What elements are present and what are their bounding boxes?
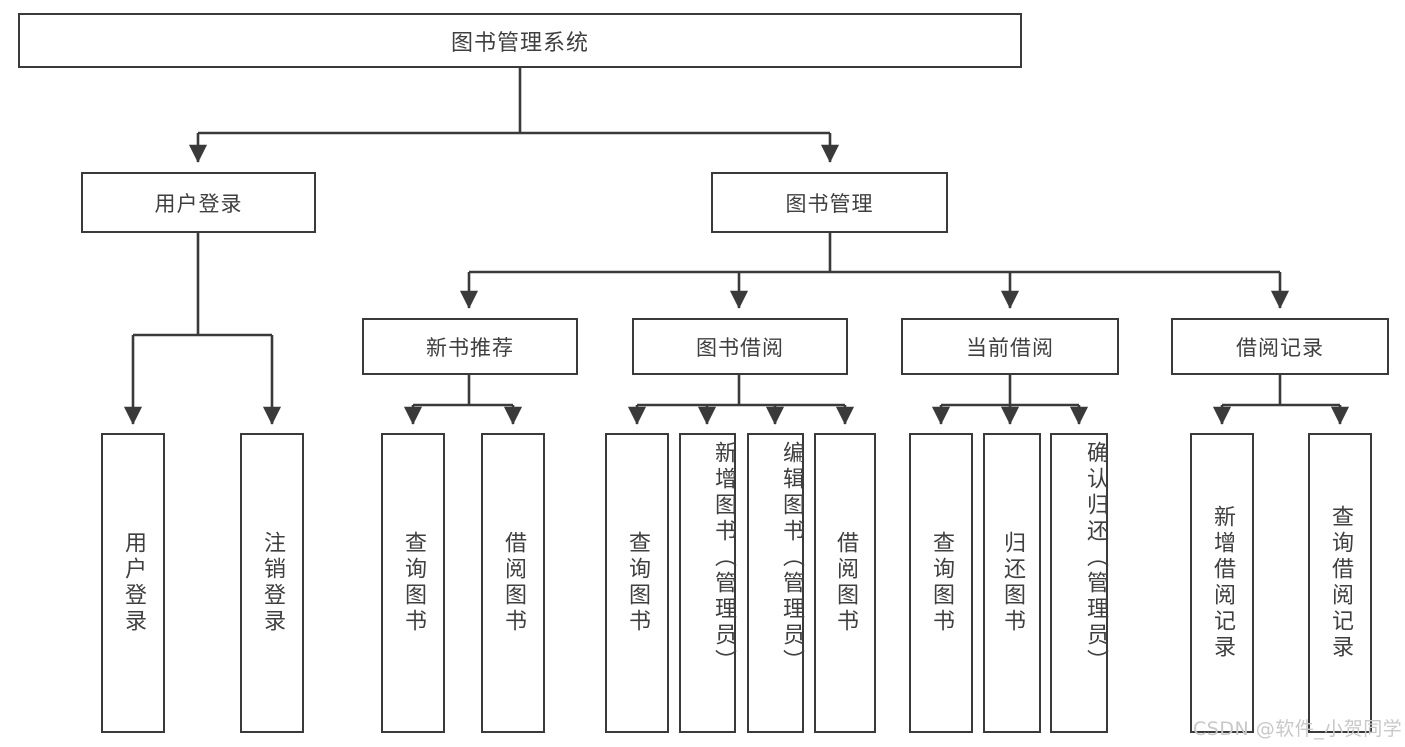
leaf-query-borrow-record[interactable]: 查询借阅记录 xyxy=(1308,433,1372,733)
node-book-borrow[interactable]: 图书借阅 xyxy=(632,318,848,375)
node-current-borrow[interactable]: 当前借阅 xyxy=(901,318,1119,375)
leaf-add-book-admin[interactable]: 新增图书（管理员） xyxy=(679,433,736,733)
node-new-book-recommend[interactable]: 新书推荐 xyxy=(362,318,578,375)
node-user-login[interactable]: 用户登录 xyxy=(81,172,316,233)
node-book-management[interactable]: 图书管理 xyxy=(711,172,948,233)
leaf-edit-book-admin[interactable]: 编辑图书（管理员） xyxy=(747,433,804,733)
leaf-query-book-recommend[interactable]: 查询图书 xyxy=(381,433,445,733)
leaf-user-login[interactable]: 用户登录 xyxy=(101,433,165,733)
leaf-query-book-borrow[interactable]: 查询图书 xyxy=(605,433,669,733)
leaf-logout-login[interactable]: 注销登录 xyxy=(240,433,304,733)
node-root[interactable]: 图书管理系统 xyxy=(18,13,1022,68)
leaf-add-borrow-record[interactable]: 新增借阅记录 xyxy=(1190,433,1254,733)
node-borrow-record[interactable]: 借阅记录 xyxy=(1171,318,1389,375)
leaf-borrow-book[interactable]: 借阅图书 xyxy=(814,433,876,733)
leaf-confirm-return-admin[interactable]: 确认归还（管理员） xyxy=(1050,433,1108,733)
leaf-query-book-current[interactable]: 查询图书 xyxy=(909,433,973,733)
leaf-borrow-book-recommend[interactable]: 借阅图书 xyxy=(481,433,545,733)
leaf-return-book[interactable]: 归还图书 xyxy=(983,433,1041,733)
watermark-text: CSDN @软件_小贺同学 xyxy=(1193,718,1403,740)
